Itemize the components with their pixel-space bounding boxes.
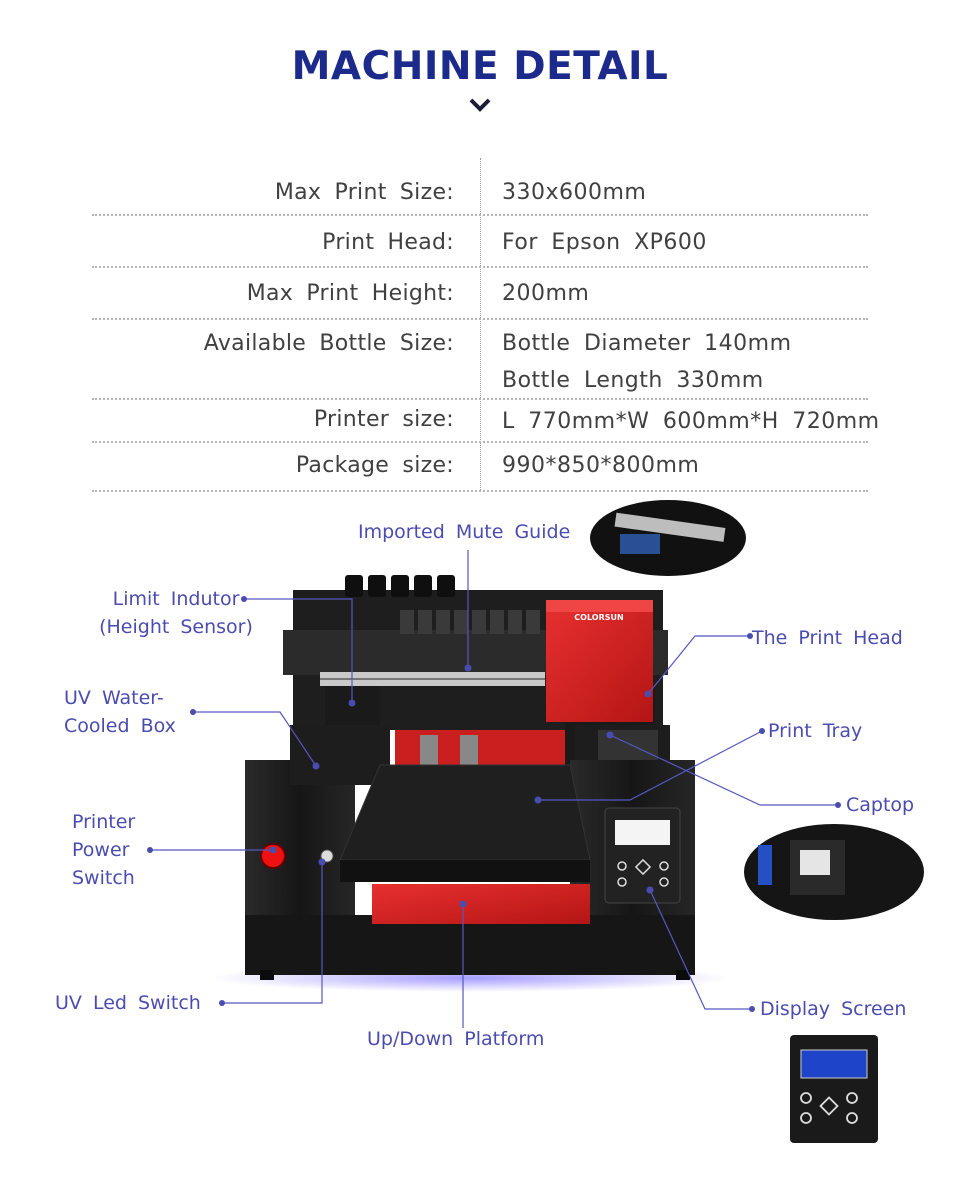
callout-display-screen: Display Screen [760,998,907,1020]
spec-label: Package size: [295,453,454,478]
brand-logo: COLORSUN [574,613,623,622]
spec-label: Print Head: [322,230,454,255]
callout-line: Power [72,839,130,861]
spec-value: 330x600mm [502,180,647,205]
callout-mute-guide: Imported Mute Guide [358,521,571,543]
callout-uv-cooled-box: UV Water- Cooled Box [64,684,176,740]
callout-power-switch: Printer Power Switch [72,808,135,892]
callout-uv-led-switch: UV Led Switch [55,992,201,1014]
mute-guide-photo [590,500,746,576]
callout-line: Printer [72,811,136,833]
display-panel-photo [790,1035,878,1143]
row-divider [92,214,868,216]
spec-label: Printer size: [313,407,454,432]
spec-label: Max Print Size: [274,180,454,205]
spec-value: Bottle Diameter 140mm [502,331,792,356]
spec-value: For Epson XP600 [502,230,707,255]
spec-value: 990*850*800mm [502,453,700,478]
chevron-down-icon [469,98,491,112]
captop-photo [744,824,924,920]
callout-platform: Up/Down Platform [367,1028,545,1050]
spec-label: Available Bottle Size: [203,331,454,356]
row-divider [92,441,868,443]
spec-value: Bottle Length 330mm [502,368,764,393]
row-divider [92,490,868,492]
callout-line: UV Water- [64,687,164,709]
callout-captop: Captop [846,794,915,816]
callout-line: Switch [72,867,135,889]
row-divider [92,398,868,400]
spec-value: L 770mm*W 600mm*H 720mm [502,409,880,434]
callout-print-tray: Print Tray [768,720,863,742]
print-head-carriage: COLORSUN [546,600,653,722]
page-title: MACHINE DETAIL [291,44,669,89]
spec-value: 200mm [502,281,590,306]
callout-line: Limit Indutor [112,588,240,610]
callout-lines [150,550,838,1028]
callout-line: (Height Sensor) [99,616,253,638]
callout-dots [147,596,841,1012]
printer-body [245,725,695,980]
spec-divider [480,158,481,490]
callout-line: Cooled Box [64,715,176,737]
callout-print-head: The Print Head [752,627,903,649]
row-divider [92,318,868,320]
callout-limit-inductor: Limit Indutor (Height Sensor) [76,585,276,641]
spec-table: Max Print Size: 330x600mm Print Head: Fo… [0,0,960,500]
row-divider [92,266,868,268]
spec-label: Max Print Height: [246,281,454,306]
